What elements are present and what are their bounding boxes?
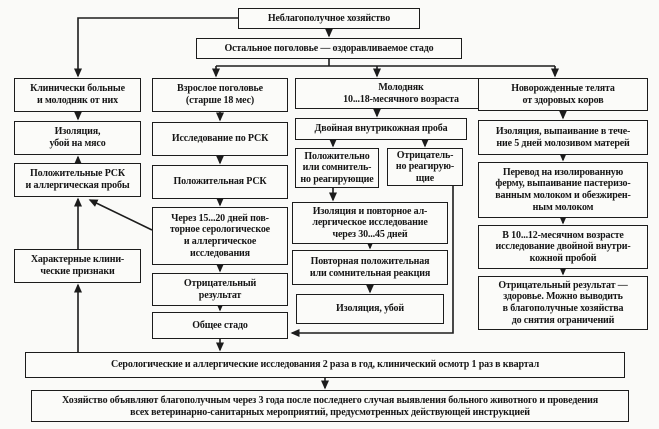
node-repeat-study: Через 15...20 дней пов- торное серологич… [152, 207, 288, 265]
node-rest-stock: Остальное поголовье — оздоравливаемое ст… [196, 38, 462, 59]
node-negative-result: Отрицательный результат [152, 273, 288, 306]
node-adult-stock: Взрослое поголовье (старше 18 мес) [152, 78, 288, 112]
node-isolation-slaughter: Изоляция, убой [296, 294, 444, 324]
node-repeat-positive-reaction: Повторная положительная или сомнительная… [292, 250, 448, 285]
node-isolated-farm-transfer: Перевод на изолированную ферму, выпаиван… [478, 162, 648, 218]
bar-final-declaration: Хозяйство объявляют благополучным через … [31, 390, 629, 422]
node-rsk-study: Исследование по РСК [152, 122, 288, 156]
node-positive-rsk: Положительная РСК [152, 165, 288, 199]
node-negative-reacting: Отрицатель- но реагирую- щие [387, 148, 463, 186]
arrow-negative-reacting-to-common-herd [290, 186, 454, 337]
final-bar-rest-text: через 3 года после последнего случая выя… [130, 395, 598, 418]
node-skin-test-10-12: В 10...12-месячном возрасте исследование… [478, 225, 648, 269]
bar-monitoring: Серологические и аллергические исследова… [25, 352, 625, 378]
node-common-herd: Общее стадо [152, 312, 288, 339]
final-bar-bold-text: Хозяйство объявляют благополучным [61, 395, 231, 406]
node-clinical-signs: Характерные клини- ческие признаки [14, 249, 141, 283]
node-negative-healthy: Отрицательный результат — здоровье. Можн… [478, 276, 648, 330]
node-isolation-repeat-allergy: Изоляция и повторное ал- лергическое исс… [292, 202, 448, 244]
node-newborn-calves: Новорожденные телята от здоровых коров [478, 78, 648, 111]
node-positive-tests: Положительные РСК и аллергическая пробы [14, 163, 141, 197]
split-line-rest-stock [216, 59, 555, 67]
node-isolation-meat: Изоляция, убой на мясо [14, 121, 141, 155]
arrow-top-to-clinically-sick [74, 17, 238, 78]
node-positive-doubtful: Положительно или сомнитель- но реагирующ… [295, 148, 379, 188]
node-unfavorable-farm: Неблагополучное хозяйство [238, 8, 420, 29]
node-colostrum-feeding: Изоляция, выпаивание в тече- ние 5 дней … [478, 120, 648, 155]
node-young-stock: Молодняк 10...18-месячного возраста [295, 78, 507, 109]
arrow-repeat-study-to-positive-diagonal [88, 199, 153, 231]
node-clinically-sick: Клинически больные и молодняк от них [14, 78, 141, 112]
node-double-skin-test: Двойная внутрикожная проба [295, 118, 467, 140]
